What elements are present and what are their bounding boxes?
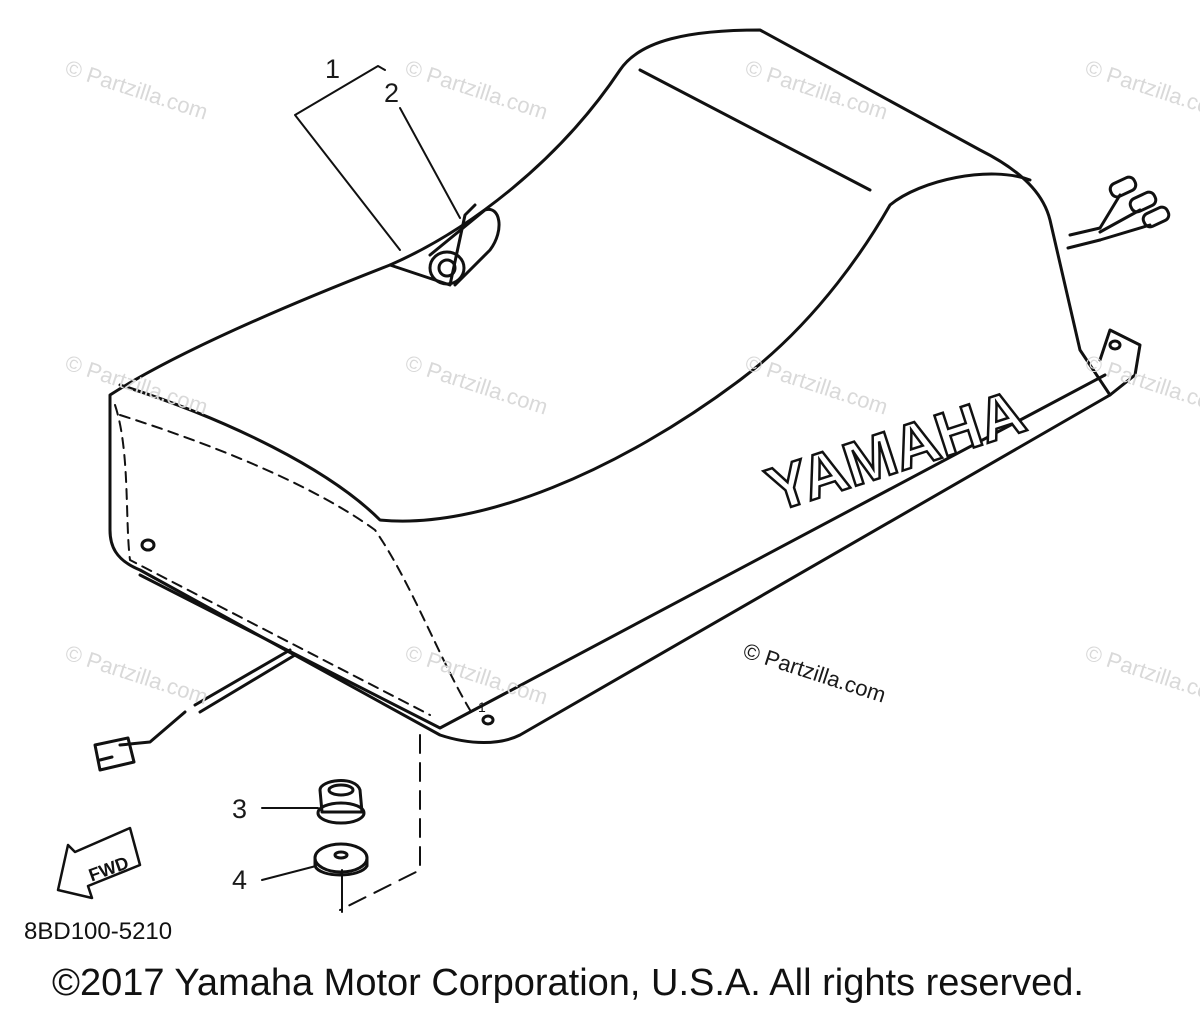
grommet-part [316,779,366,825]
callout-2-leader [399,107,461,219]
fwd-arrow-icon [56,826,142,900]
copyright-notice: ©2017 Yamaha Motor Corporation, U.S.A. A… [52,962,1084,1004]
rear-bracket [1098,328,1142,397]
grab-roll-part [428,207,501,287]
diagram-part-code: 8BD100-5210 [24,918,173,945]
callout-4: 4 [232,865,248,895]
fwd-label: FWD [86,853,131,886]
seat-strap [388,203,477,287]
seat-marker: 1 [478,699,486,715]
connector [93,736,136,772]
callout-1-leader [294,65,401,251]
seat-top-contour [118,172,1032,523]
seat-brand-logo: YAMAHA [758,377,1033,525]
wire-harness-left [193,648,292,707]
seat-ridge-line [638,68,872,192]
wire-harness-right [1068,226,1102,237]
seat-base-rim [138,373,1107,730]
seat-outline [108,28,1112,744]
callout-2: 2 [384,78,400,108]
stitch-line-side [119,414,471,711]
callout-4-leader [261,865,317,881]
callout-1: 1 [325,54,341,84]
mount-leader [339,734,421,911]
callout-3: 3 [232,794,248,824]
stitch-line-front [114,404,431,716]
